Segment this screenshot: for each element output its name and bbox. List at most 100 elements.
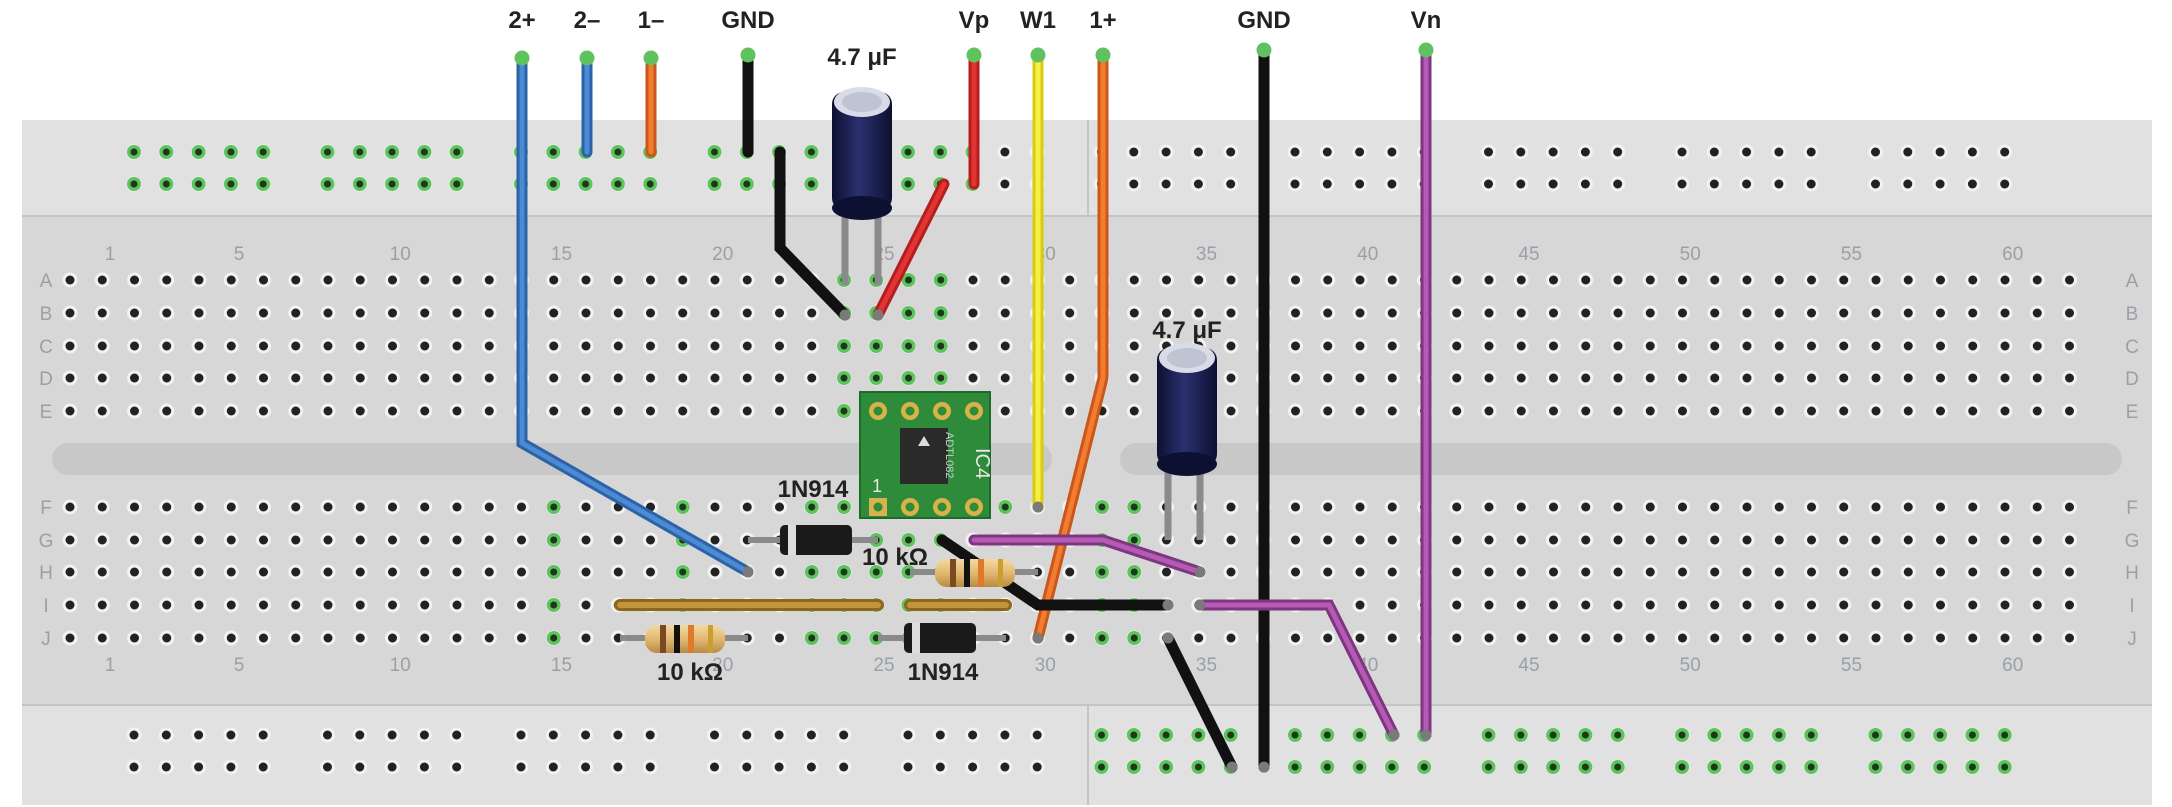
hole [259,308,268,318]
hole [484,535,494,545]
hole [1129,406,1139,416]
connected-hole [905,342,912,350]
hole [1549,502,1558,512]
hole [1291,567,1300,577]
hole [517,567,526,577]
connected-hole [1323,731,1331,739]
hole [1871,341,1881,351]
connected-hole [905,374,912,382]
hole [1742,308,1752,318]
rail-hole [935,762,945,772]
label-1minus: 1– [638,7,665,34]
hole [2000,308,2010,318]
hole [646,535,655,545]
rail-hole [548,762,558,772]
connected-hole [550,634,558,642]
rail-hole [323,730,332,740]
hole [1613,308,1623,318]
rail-hole [1322,179,1332,189]
hole [1613,373,1623,383]
hole [1645,373,1655,383]
hole [162,567,172,577]
row-letter-right: H [2125,563,2139,584]
hole [1549,567,1558,577]
hole [1774,502,1784,512]
row-letter-right: F [2126,498,2138,519]
hole [355,275,365,285]
connected-hole [1678,763,1686,771]
rail-hole [645,730,655,740]
rail-hole [194,762,204,772]
connected-hole [1968,731,1976,739]
connected-hole [1872,731,1879,739]
rail-hole [1000,762,1010,772]
hole [1355,406,1365,416]
hole [130,600,139,610]
hole [1581,406,1591,416]
rail-hole [1742,179,1752,189]
column-number-top: 1 [105,244,116,265]
hole [388,341,397,351]
hole [1484,567,1494,577]
wire-gnd-rail-to-cap [774,146,851,321]
hole [1323,535,1333,545]
rail-hole [968,762,978,772]
connected-hole [872,568,880,576]
hole [1549,535,1558,545]
column-number-bottom: 10 [390,655,411,676]
label-vn: Vn [1411,7,1442,34]
rail-hole [516,762,526,772]
hole [613,275,623,285]
hole [1678,633,1687,643]
hole [130,341,139,351]
hole [97,502,107,512]
hole [1936,308,1945,318]
hole [97,373,107,383]
hole [517,502,526,512]
rail-hole [774,762,784,772]
hole [194,406,204,416]
hole [388,567,397,577]
label-diode-1: 1N914 [778,476,849,503]
rail-hole [1903,147,1913,157]
hole [130,275,139,285]
hole [646,406,655,416]
hole [194,308,204,318]
hole [1581,502,1591,512]
rail-hole [1193,179,1203,189]
hole [1452,308,1462,318]
hole [807,341,817,351]
wire-black-gnd-bottom [1162,632,1238,773]
connected-hole [1291,731,1299,739]
rail-hole [1774,179,1784,189]
hole [1871,373,1881,383]
rail-hole [1226,179,1236,189]
wire-end [1095,47,1111,63]
hole [452,502,462,512]
hole [130,308,139,318]
column-number-bottom: 55 [1841,655,1862,676]
hole [291,406,301,416]
hole [194,341,204,351]
hole [1903,373,1913,383]
hole [1355,567,1365,577]
hole [1903,341,1913,351]
hole [2000,275,2010,285]
rail-hole [935,730,945,740]
hole [1484,341,1494,351]
hole [97,633,107,643]
label-gnd-left: GND [721,7,774,34]
hole [291,373,301,383]
hole [678,275,688,285]
hole [1613,633,1623,643]
connected-hole [2001,731,2009,739]
connected-hole [1001,503,1009,511]
hole [1581,633,1591,643]
hole [1968,406,1978,416]
hole [1839,373,1849,383]
connected-hole [453,180,461,188]
hole [1807,502,1816,512]
rail-hole [1774,147,1784,157]
wire-end [1388,729,1400,741]
hole [1839,275,1849,285]
